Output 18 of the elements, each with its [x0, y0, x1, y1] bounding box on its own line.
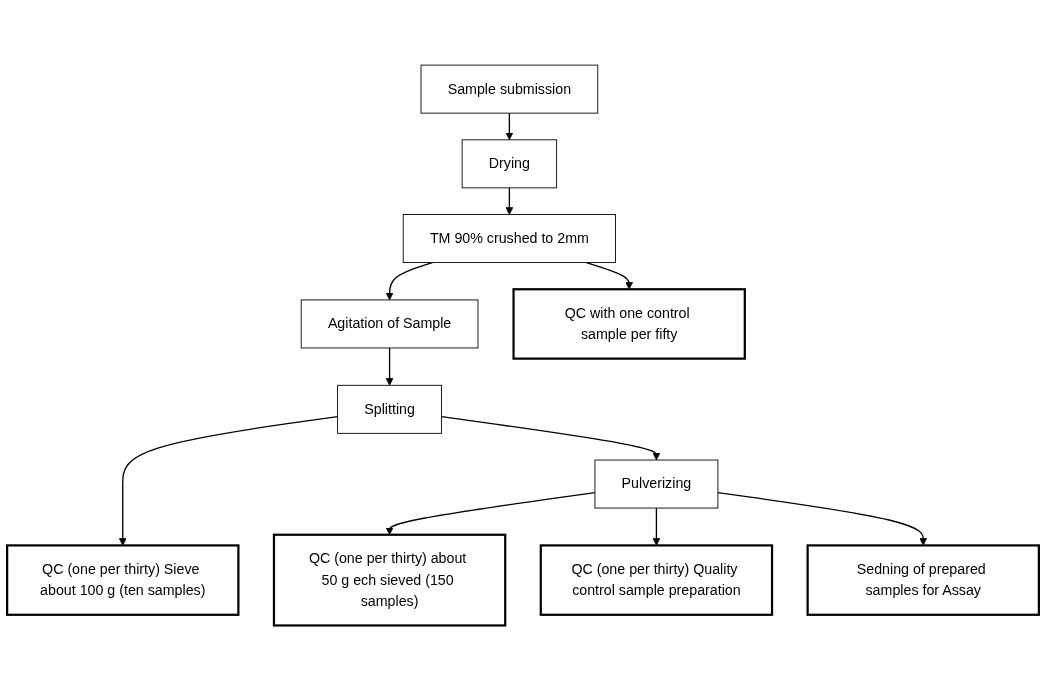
- node-box: QC (one per thirty) Quality control sample preparation: [539, 544, 774, 617]
- node-box: Splitting: [337, 385, 443, 434]
- arrow: [118, 416, 339, 546]
- node-box: QC with one control sample per fifty: [512, 288, 746, 360]
- arrow: [505, 112, 514, 141]
- node-box: QC (one per thirty) about 50 g ech sieved (150 samples): [272, 533, 507, 627]
- arrow: [440, 416, 661, 461]
- node-box: Drying: [461, 139, 558, 189]
- arrow: [385, 347, 394, 386]
- node-box: Agitation of Sample: [300, 299, 479, 349]
- node-box: Sample submission: [420, 64, 599, 114]
- node-box: Sedning of prepared samples for Assay: [806, 544, 1040, 617]
- node-box: Pulverizing: [594, 459, 719, 509]
- arrow: [505, 187, 514, 216]
- node-box: TM 90% crushed to 2mm: [402, 214, 616, 264]
- node-box: QC (one per thirty) Sieve about 100 g (ten samples): [6, 544, 240, 617]
- arrow: [717, 492, 928, 546]
- arrow: [652, 507, 661, 546]
